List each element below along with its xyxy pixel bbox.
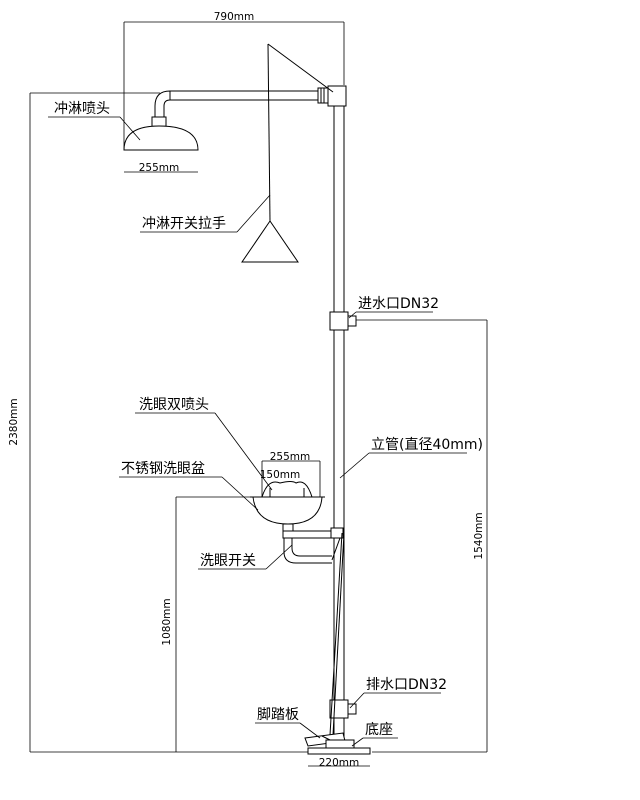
eye-wash-basin — [250, 481, 344, 564]
standpipe-label: 立管(直径40mm) — [371, 436, 483, 453]
foot-pedal-linkage — [304, 532, 346, 747]
eye-wash-nozzle-label: 洗眼双喷头 — [139, 397, 209, 413]
shower-pull-handle — [241, 43, 334, 263]
inlet-height-dimension: 1540mm — [473, 512, 485, 559]
shower-pull-label: 冲淋开关拉手 — [142, 216, 226, 232]
foot-pedal-label: 脚踏板 — [257, 707, 299, 723]
basin-height-dimension: 1080mm — [161, 598, 173, 645]
leader-lines — [48, 116, 467, 747]
basin-inner-width-dimension: 150mm — [260, 469, 301, 481]
water-inlet-label: 进水口DN32 — [358, 296, 439, 312]
shower-head-label: 冲淋喷头 — [54, 101, 110, 117]
base-label: 底座 — [365, 722, 393, 738]
drain-label: 排水口DN32 — [366, 677, 447, 693]
base-width-dimension: 220mm — [319, 757, 360, 769]
basin-outer-width-dimension: 255mm — [270, 451, 311, 463]
shower-head-width-dimension: 255mm — [139, 162, 180, 174]
dimension-lines — [29, 21, 488, 767]
shower-head — [123, 125, 199, 151]
standpipe — [329, 106, 357, 740]
steel-basin — [252, 496, 323, 525]
eye-wash-switch-label: 洗眼开关 — [200, 553, 256, 569]
shower-head-assembly — [123, 85, 347, 151]
base — [307, 739, 371, 755]
top-width-dimension: 790mm — [214, 11, 255, 23]
steel-basin-label: 不锈钢洗眼盆 — [121, 461, 205, 477]
total-height-dimension: 2380mm — [8, 398, 20, 445]
